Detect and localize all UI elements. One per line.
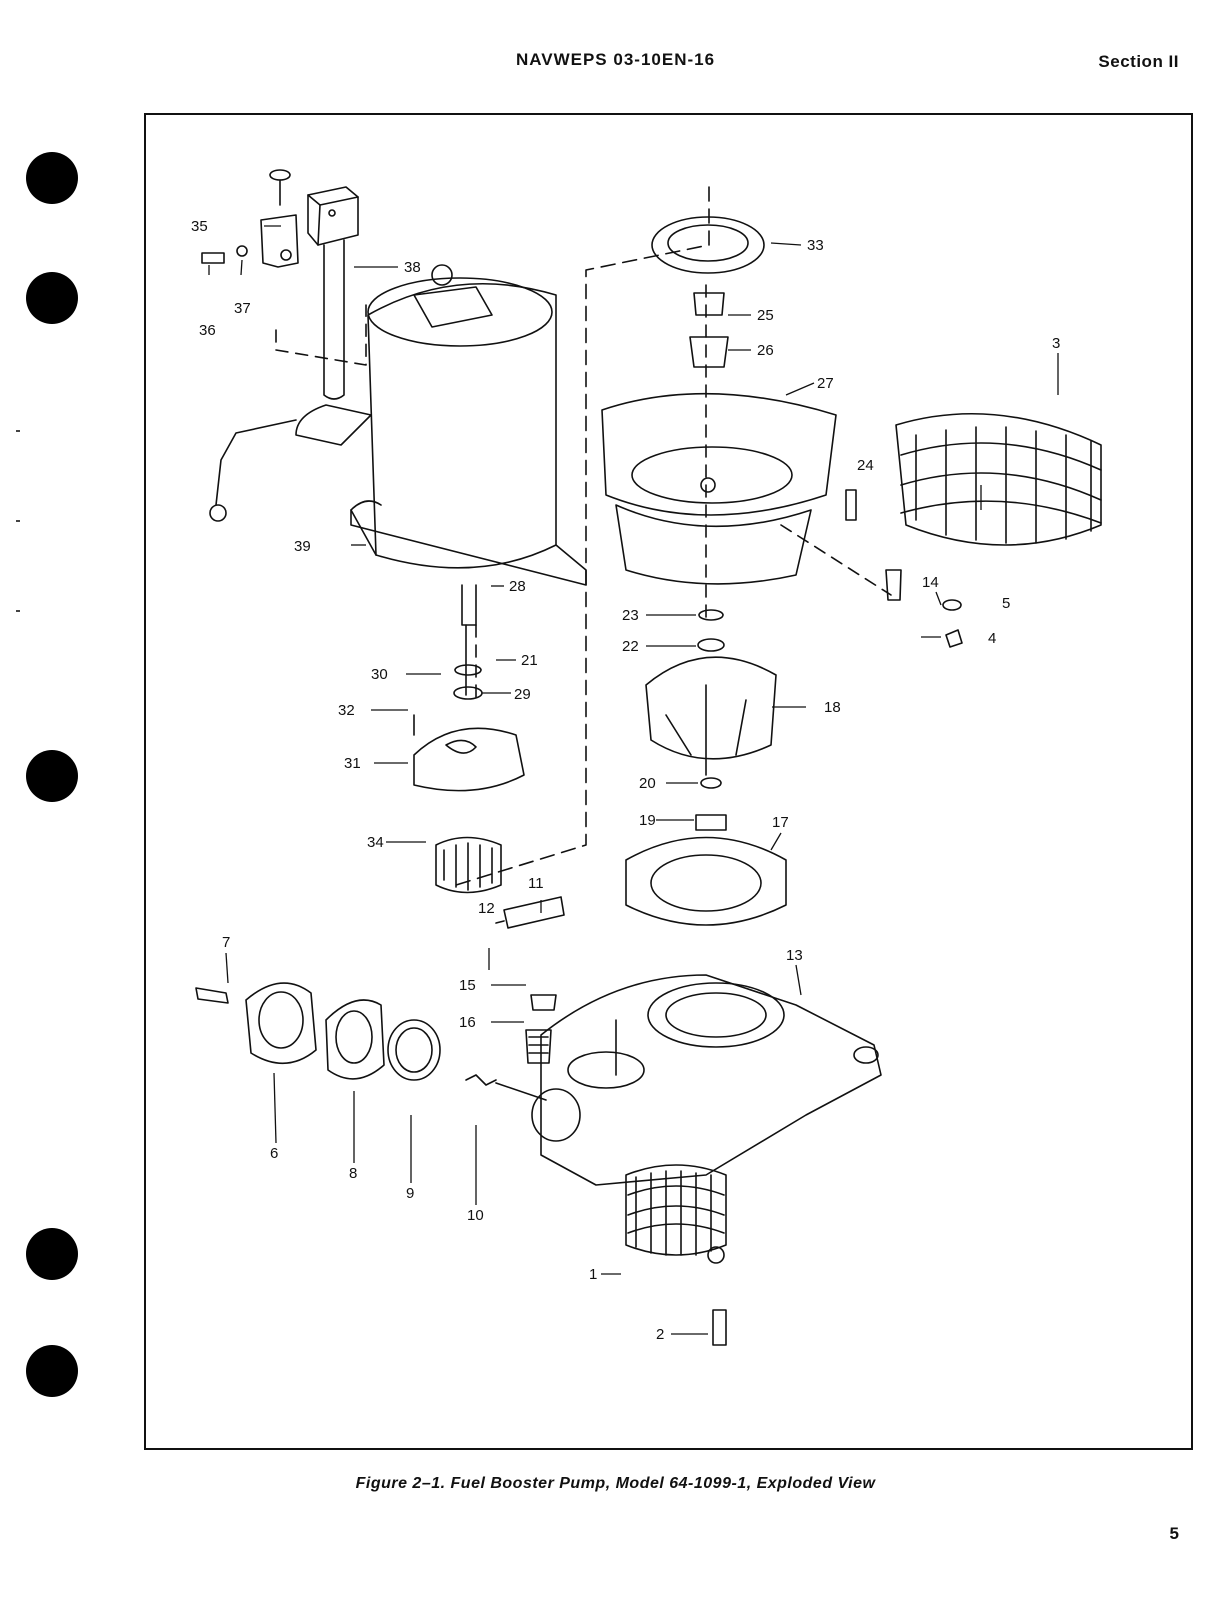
callout-36: 36 <box>199 322 216 339</box>
nameplate <box>503 896 565 929</box>
callout-15: 15 <box>459 977 476 994</box>
assembly-dash-line-terminal <box>275 304 367 366</box>
callout-8: 8 <box>349 1165 357 1182</box>
callout-12: 12 <box>478 900 495 917</box>
lower-gasket <box>625 836 787 926</box>
section-label: Section II <box>1098 52 1179 71</box>
callout-10: 10 <box>467 1207 484 1224</box>
callout-1: 1 <box>589 1266 597 1283</box>
scan-speck <box>16 430 20 432</box>
callout-16: 16 <box>459 1014 476 1031</box>
top-gasket <box>651 216 765 274</box>
callout-37: 37 <box>234 300 251 317</box>
callout-35: 35 <box>191 218 208 235</box>
strainer-upper <box>895 413 1102 546</box>
callout-24: 24 <box>857 457 874 474</box>
electrical-connector <box>295 404 372 446</box>
callout-17: 17 <box>772 814 789 831</box>
inlet-flange <box>245 982 317 1065</box>
callout-11: 11 <box>528 875 544 892</box>
callout-18: 18 <box>824 699 841 716</box>
binder-hole-5 <box>26 1345 78 1397</box>
pump-impeller <box>645 656 777 760</box>
impeller <box>435 836 502 894</box>
callout-14: 14 <box>922 574 939 591</box>
terminal-block <box>307 186 359 246</box>
exploded-view-illustration: 3 24 14 5 4 35 38 37 36 39 28 30 29 21 3… <box>191 169 1102 1346</box>
callout-31: 31 <box>344 755 361 772</box>
pump-housing <box>540 974 882 1186</box>
callout-4: 4 <box>988 630 996 647</box>
binder-hole-3 <box>26 750 78 802</box>
callout-39: 39 <box>294 538 311 555</box>
callout-20: 20 <box>639 775 656 792</box>
callout-5: 5 <box>1002 595 1010 612</box>
callout-34: 34 <box>367 834 384 851</box>
scan-speck <box>16 610 20 612</box>
motor-housing <box>367 283 557 569</box>
assembly-dash-line-main <box>455 186 710 886</box>
callout-25: 25 <box>757 307 774 324</box>
scan-speck <box>16 520 20 522</box>
callout-13: 13 <box>786 947 803 964</box>
pump-cover <box>413 727 525 792</box>
page-number: 5 <box>1169 1524 1179 1543</box>
binder-hole-1 <box>26 152 78 204</box>
callout-6: 6 <box>270 1145 278 1162</box>
callout-9: 9 <box>406 1185 414 1202</box>
binder-hole-2 <box>26 272 78 324</box>
callout-26: 26 <box>757 342 774 359</box>
terminal-tube <box>323 239 345 400</box>
callout-23: 23 <box>622 607 639 624</box>
terminal-bracket <box>260 214 299 268</box>
binder-hole-4 <box>26 1228 78 1280</box>
callout-21: 21 <box>521 652 538 669</box>
callout-3: 3 <box>1052 335 1060 352</box>
figure-frame: 3 24 14 5 4 35 38 37 36 39 28 30 29 21 3… <box>144 113 1193 1450</box>
callout-30: 30 <box>371 666 388 683</box>
callout-7: 7 <box>222 934 230 951</box>
callout-29: 29 <box>514 686 531 703</box>
callout-38: 38 <box>404 259 421 276</box>
callout-19: 19 <box>639 812 656 829</box>
callout-32: 32 <box>338 702 355 719</box>
pump-upper-body <box>601 392 837 516</box>
document-number: NAVWEPS 03-10EN-16 <box>515 50 716 69</box>
callout-27: 27 <box>817 375 834 392</box>
callout-2: 2 <box>656 1326 664 1343</box>
callout-33: 33 <box>807 237 824 254</box>
callout-22: 22 <box>622 638 639 655</box>
figure-caption: Figure 2–1. Fuel Booster Pump, Model 64-… <box>355 1475 876 1492</box>
callout-28: 28 <box>509 578 526 595</box>
